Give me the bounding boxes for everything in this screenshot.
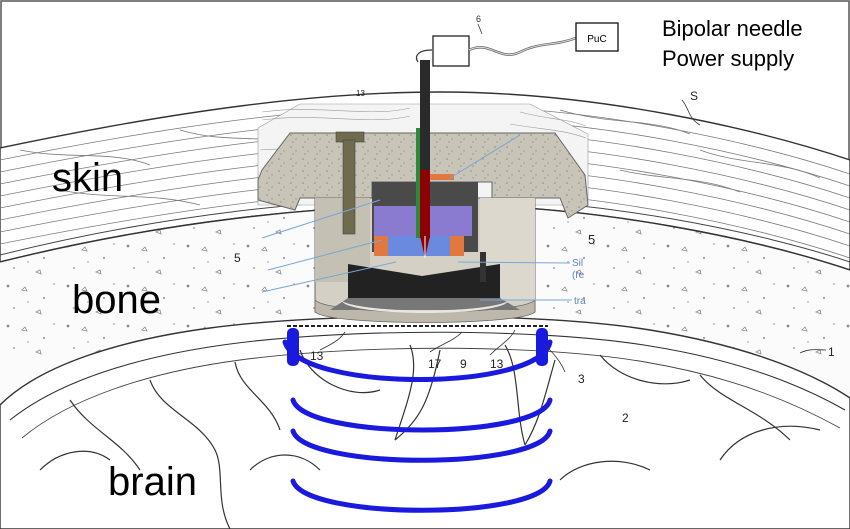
fragment-sil: Sil — [572, 258, 583, 269]
label-skin: skin — [52, 156, 124, 200]
wave-arc-3 — [290, 428, 553, 463]
ref-5-left: 5 — [234, 251, 241, 265]
wave-arc-1 — [282, 339, 553, 382]
wave-arc-4 — [290, 478, 553, 513]
bipolar-needle — [416, 60, 430, 258]
label-brain: brain — [108, 460, 197, 504]
brain-layer — [0, 315, 850, 529]
wave-arcs — [282, 339, 553, 513]
ref-2: 2 — [622, 411, 629, 425]
ref-9: 9 — [460, 357, 467, 371]
ref-s: S — [690, 89, 698, 103]
legend: Bipolar needle Power supply — [662, 14, 803, 74]
label-bone: bone — [72, 278, 161, 322]
legend-line-2: Power supply — [662, 46, 795, 71]
ref-17: 17 — [428, 357, 442, 371]
power-box-label: PuC — [587, 34, 606, 45]
ref-1: 1 — [828, 345, 835, 359]
probe-bars — [287, 325, 548, 366]
ref-3: 3 — [578, 372, 585, 386]
ref-5-right: 5 — [588, 232, 595, 247]
ref-13-left: 13 — [310, 349, 324, 363]
fragment-re: (re — [572, 270, 585, 281]
power-supply: PuC 6 — [415, 14, 619, 67]
legend-line-1: Bipolar needle — [662, 16, 803, 41]
implant-housing — [257, 103, 589, 323]
wave-arc-2 — [290, 397, 553, 433]
fragment-tra: tra — [574, 296, 586, 307]
ref-13-top: 13 — [356, 89, 365, 98]
cable-ref: 6 — [476, 14, 481, 24]
ref-13-mid: 13 — [490, 357, 504, 371]
